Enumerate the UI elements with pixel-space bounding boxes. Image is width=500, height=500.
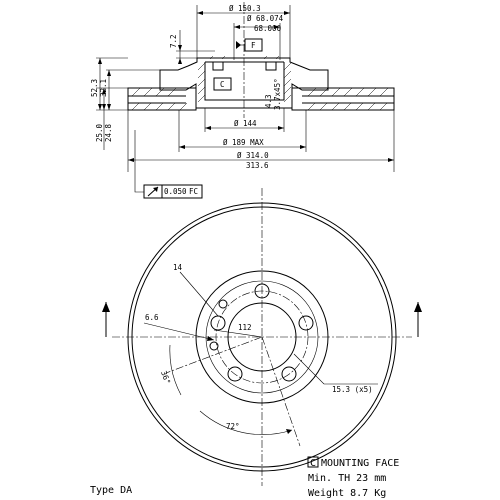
tolerance-box	[161, 184, 203, 199]
disc-ring-left	[127, 87, 197, 111]
hub-inner	[204, 62, 285, 101]
label-6-6: 6.6	[145, 313, 159, 322]
tolerance-value: 0.050	[164, 187, 187, 196]
angle-ref-line	[261, 336, 301, 447]
chamfer-4-3: 4.3	[264, 94, 273, 108]
label-pcd-112: 112	[238, 323, 252, 332]
dim-25-0: 25.0	[95, 123, 104, 142]
mounting-face-label: MOUNTING FACE	[321, 458, 399, 469]
chamfer-3-7: 3.7x45°	[273, 78, 282, 110]
dim-150-3: Ø 150.3	[229, 4, 261, 13]
tolerance-ref: FC	[189, 187, 198, 196]
front-view: 14 6.6 112 36° 72° 15.3 (x5)	[102, 188, 422, 486]
label-36: 36°	[159, 370, 172, 386]
leader-6-6	[143, 322, 215, 341]
arc-36	[169, 344, 182, 396]
datum-c: C	[220, 80, 225, 89]
dim-68-000: 68.000	[254, 24, 282, 33]
label-72: 72°	[226, 422, 240, 431]
bolt-hole-3	[281, 366, 297, 382]
weight: Weight 8.7 Kg	[308, 488, 386, 499]
hub-hatching	[197, 55, 292, 103]
min-thickness: Min. TH 23 mm	[308, 473, 386, 484]
arc-72	[199, 410, 293, 435]
dim-24-8: 24.8	[104, 123, 113, 142]
dim-314: Ø 314.0	[237, 151, 269, 160]
locating-hole-2	[209, 341, 219, 351]
bolt-hole-4	[227, 366, 243, 382]
type-label: Type DA	[90, 485, 132, 496]
notes-block: C MOUNTING FACE Min. TH 23 mm Weight 8.7…	[90, 456, 399, 499]
disc-ring-right	[291, 87, 395, 111]
ring-hatching	[131, 87, 389, 111]
mounting-face-datum: C	[310, 458, 316, 469]
leader-14	[179, 271, 219, 317]
mounting-face-datum-box	[307, 456, 319, 468]
label-14: 14	[173, 263, 183, 272]
locating-hole-1	[218, 299, 228, 309]
dim-189: Ø 189 MAX	[223, 138, 264, 147]
datum-c-box	[213, 77, 232, 91]
leader-15-3	[293, 353, 325, 385]
section-view: Ø 150.3 Ø 68.074 68.000 F 7.2	[90, 2, 395, 199]
dim-7-2: 7.2	[169, 34, 178, 48]
label-15-3: 15.3 (x5)	[332, 385, 373, 394]
dim-68-074: Ø 68.074	[247, 14, 284, 23]
dim-313-6: 313.6	[246, 161, 269, 170]
dim-52-3: 52.3	[90, 79, 99, 97]
bolt-hole-2	[298, 315, 314, 331]
dim-144: Ø 144	[234, 119, 257, 128]
datum-f: F	[251, 41, 256, 50]
